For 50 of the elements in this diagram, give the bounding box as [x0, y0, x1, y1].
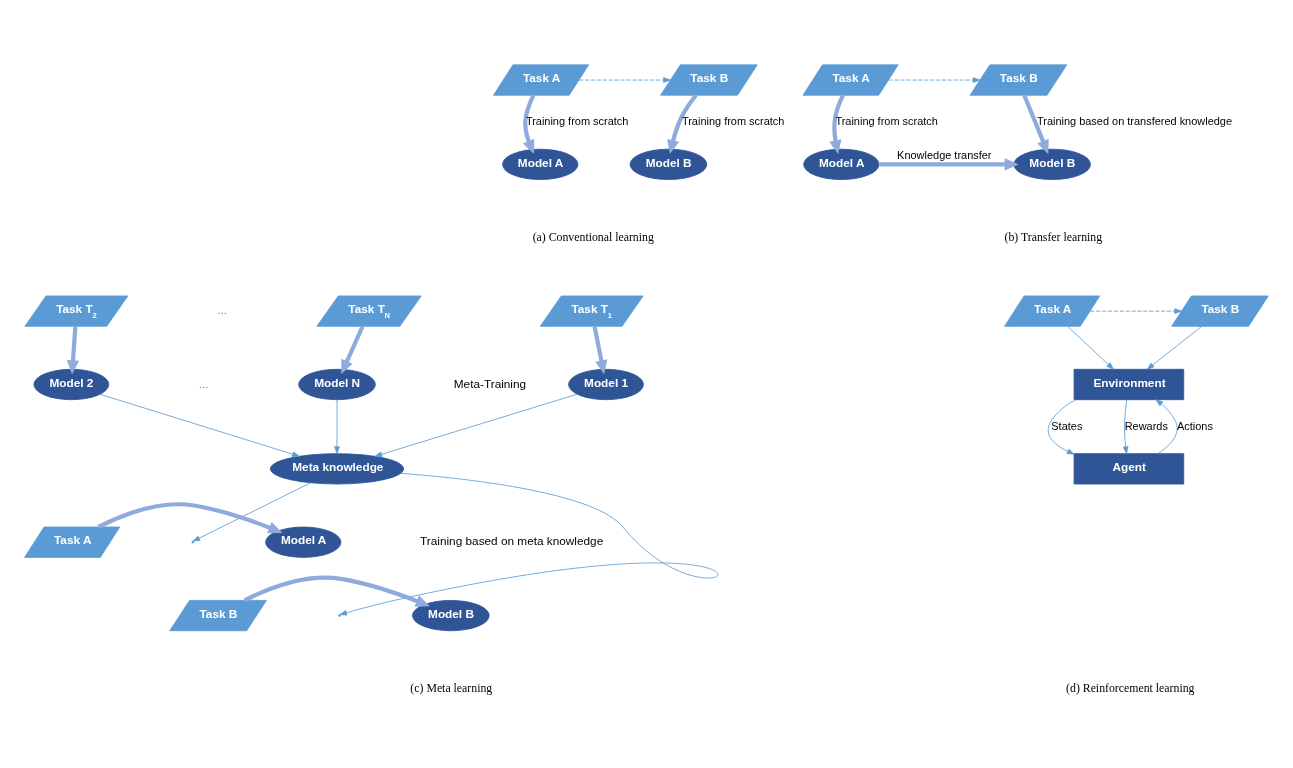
node-ellipse: Model A — [265, 526, 342, 558]
edge-label: Knowledge transfer — [897, 148, 992, 161]
label: ... — [198, 376, 209, 391]
arrow — [339, 472, 718, 615]
arrow — [829, 93, 845, 154]
arrow — [1022, 94, 1049, 154]
node-box: Agent — [1073, 452, 1185, 484]
arrow — [667, 93, 698, 154]
edge-label: Training from scratch — [525, 114, 629, 127]
arrow — [1122, 398, 1129, 454]
arrow — [334, 398, 340, 454]
edge-label: States — [1051, 419, 1083, 432]
node-ellipse: Model B — [1013, 148, 1091, 180]
label: (c) Meta learning — [410, 680, 493, 695]
label: Meta-Training — [453, 376, 527, 391]
arrow — [522, 93, 536, 154]
edge-label: Training from scratch — [681, 114, 785, 127]
node-ellipse: Model B — [629, 148, 708, 180]
edge-label: Training based on transfered knowledge — [1036, 114, 1233, 127]
node-ellipse: Model 2 — [33, 368, 110, 400]
arrow — [1155, 398, 1178, 454]
node-ellipse: Model 1 — [568, 368, 644, 400]
label: Training based on meta knowledge — [420, 533, 604, 548]
arrow — [578, 76, 671, 83]
node-ellipse: Model A — [803, 148, 880, 180]
arrow — [341, 325, 365, 374]
arrow — [1047, 398, 1076, 455]
label: (d) Reinforcement learning — [1066, 680, 1195, 695]
arrow — [374, 393, 578, 457]
label: ... — [217, 302, 228, 317]
arrow — [192, 481, 311, 542]
node-box: Environment — [1073, 368, 1185, 400]
arrow — [888, 76, 981, 83]
arrow — [592, 325, 608, 374]
arrow — [66, 325, 80, 374]
arrow — [879, 157, 1019, 171]
arrow — [243, 575, 430, 607]
node-ellipse: Model N — [298, 368, 376, 400]
label: (b) Transfer learning — [1004, 229, 1103, 244]
arrow — [97, 501, 283, 533]
arrow — [1089, 307, 1182, 314]
node-ellipse: Model B — [412, 599, 490, 631]
label: (a) Conventional learning — [532, 229, 654, 244]
arrow — [1146, 325, 1202, 370]
edge-label: Training from scratch — [835, 114, 938, 127]
edge-label: Actions — [1176, 419, 1213, 432]
arrow — [1067, 325, 1114, 370]
node-ellipse: Model A — [502, 148, 579, 180]
arrow — [99, 393, 300, 457]
edge-label: Rewards — [1124, 419, 1168, 432]
